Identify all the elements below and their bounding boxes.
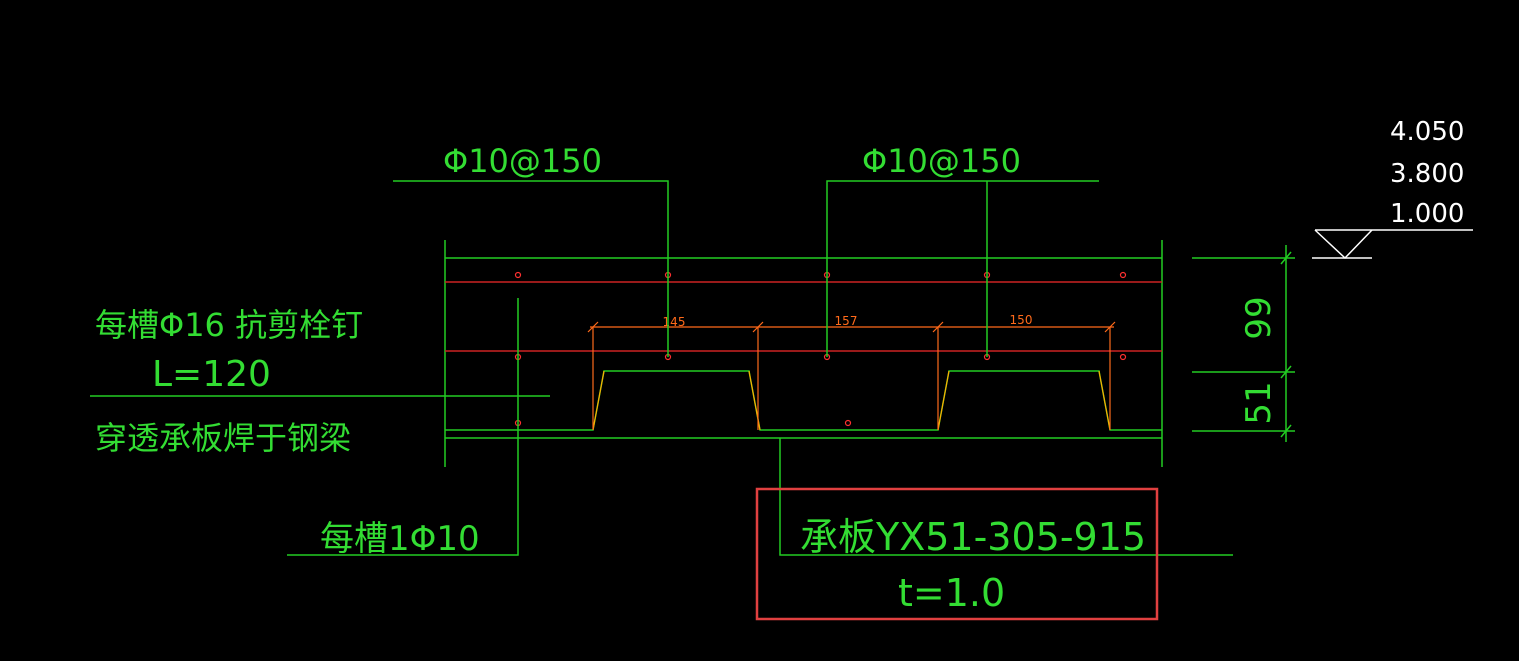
deck-rib-edges — [592, 370, 1111, 431]
rebar-lines — [445, 281, 1162, 352]
deck-spec-label: 承板YX51-305-915 — [800, 515, 1146, 559]
slab-outline — [444, 240, 1163, 467]
rebar-left-label: Φ10@150 — [443, 142, 602, 180]
elevation-marker — [1312, 229, 1473, 260]
rebar-dots — [514, 271, 1127, 427]
rebar-right-label: Φ10@150 — [862, 142, 1021, 180]
bottom-rebar-label: 每槽1Φ10 — [320, 519, 480, 559]
rib-dimension-line — [587, 321, 1116, 430]
deck-thickness-label: t=1.0 — [898, 571, 1005, 615]
steel-deck-profile — [445, 370, 1162, 431]
elevation-3: 1.000 — [1390, 199, 1464, 229]
rib-spacing-2-label: 157 — [835, 314, 858, 328]
depth-dimension — [1192, 245, 1295, 442]
elevation-1: 4.050 — [1390, 117, 1464, 147]
stud-label-line3: 穿透承板焊于钢梁 — [95, 419, 351, 457]
stud-label-line1: 每槽Φ16 抗剪栓钉 — [95, 306, 363, 344]
deck-depth-label: 51 — [1239, 381, 1279, 424]
leader-lines — [90, 180, 1233, 556]
highlight-box — [755, 487, 1159, 621]
rib-spacing-1-label: 145 — [663, 315, 686, 329]
elevation-2: 3.800 — [1390, 159, 1464, 189]
slab-depth-label: 99 — [1239, 296, 1279, 339]
rib-spacing-3-label: 150 — [1010, 313, 1033, 327]
stud-label-line2: L=120 — [152, 354, 271, 395]
